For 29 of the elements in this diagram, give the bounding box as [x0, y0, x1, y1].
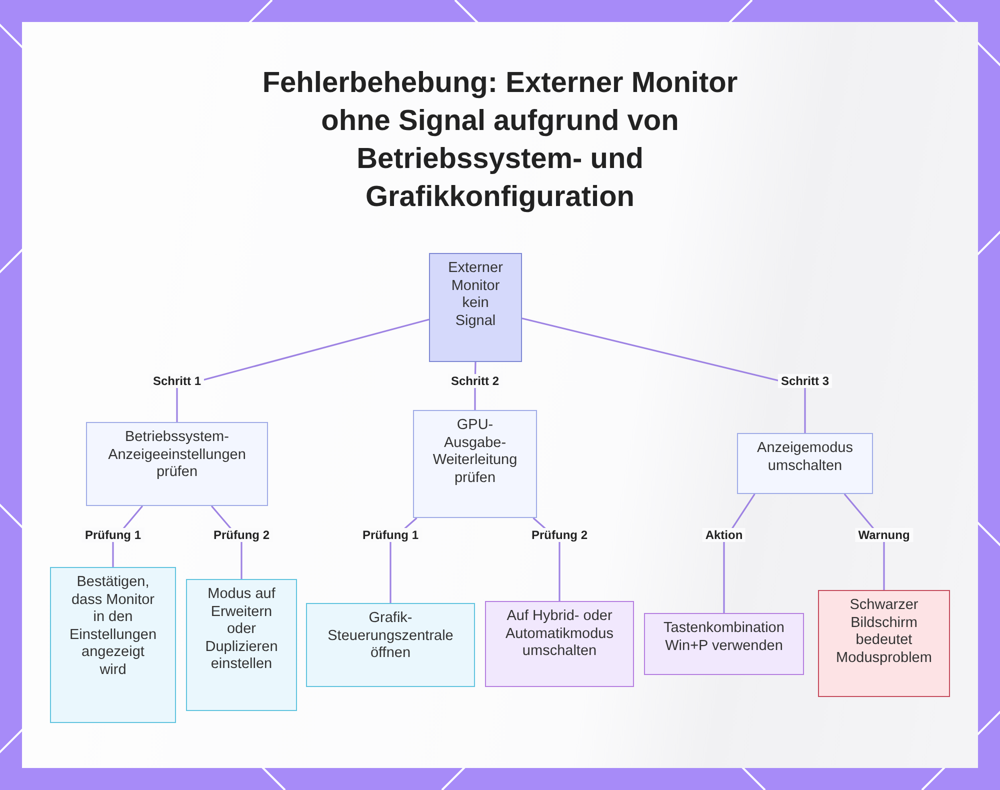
node-text: Modus auf Erweitern oder Duplizieren einstellen [204, 586, 279, 674]
edge-label: Warnung [855, 528, 913, 542]
process-box [818, 590, 950, 697]
node-text: Bestätigen, dass Monitor in den Einstellungen angezeigt wird [68, 574, 158, 679]
process-box [186, 579, 297, 711]
node-text: Anzeigemodus umschalten [756, 440, 854, 475]
process-box [644, 613, 804, 675]
edge-label: Schritt 1 [150, 374, 204, 388]
node-text: Betriebssystem-Anzeigeeinstellungen prüfen [107, 429, 247, 482]
process-box [737, 433, 873, 494]
process-box [306, 603, 475, 687]
edge-label: Aktion [702, 528, 746, 542]
node-text: GPU-Ausgabe-Weiterleitung prüfen [432, 417, 518, 487]
edge-label: Schritt 2 [448, 374, 502, 388]
process-box [429, 253, 522, 362]
connector-line [723, 494, 756, 613]
process-box [485, 601, 634, 687]
edge-label: Schritt 3 [778, 374, 832, 388]
node-text: Tastenkombination Win+P verwenden [662, 620, 786, 655]
process-box [413, 410, 537, 518]
node-text: Auf Hybrid- oder Automatikmodus umschalten [504, 608, 614, 660]
node-text: Grafik-Steuerungszentrale öffnen [326, 610, 454, 662]
title: Fehlerbehebung: Externer Monitor ohne Signal aufgrund von Betriebssystem- und Grafikkonfiguration [261, 66, 739, 215]
node-text: Schwarzer Bildschirm bedeutet Modusproblem [835, 597, 933, 667]
connector-line [522, 318, 806, 433]
process-box [86, 422, 268, 506]
process-box [50, 567, 176, 723]
node-text: Externer Monitor kein Signal [447, 260, 504, 330]
connector-line [176, 318, 430, 422]
